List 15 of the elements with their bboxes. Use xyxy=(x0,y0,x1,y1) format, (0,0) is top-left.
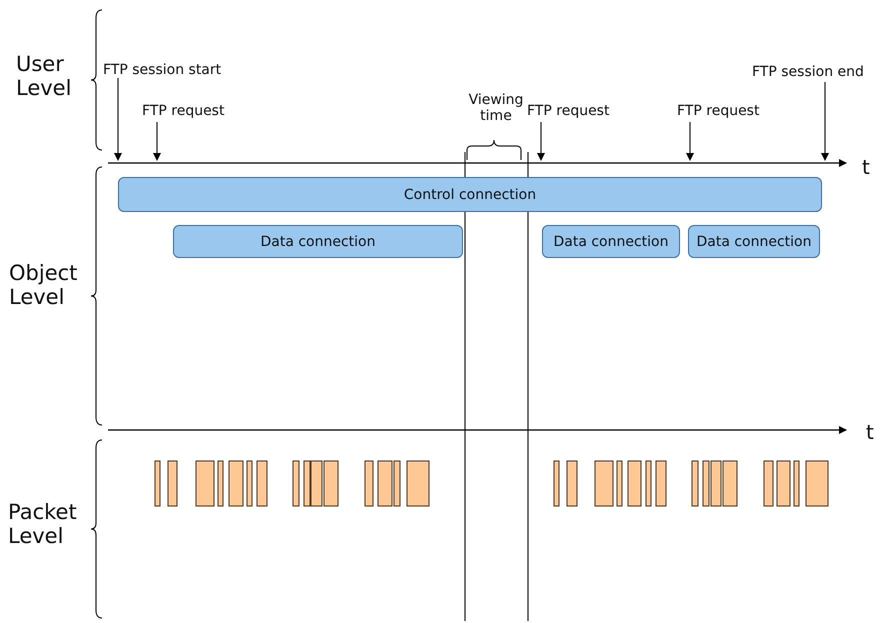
level-label: Packet Level xyxy=(8,500,78,548)
level-label: Object Level xyxy=(9,261,78,310)
event-label: FTP request xyxy=(527,103,610,120)
period-label: Viewing time xyxy=(468,92,524,124)
event-label: FTP request xyxy=(142,103,224,120)
connection-bar: Data connection xyxy=(173,225,463,258)
connection-bar: Data connection xyxy=(542,225,680,258)
axis-label: t xyxy=(862,156,870,179)
axis-label: t xyxy=(866,421,874,444)
connection-bar: Control connection xyxy=(118,177,822,212)
level-label: User Level xyxy=(16,52,72,100)
connection-bar: Data connection xyxy=(688,225,820,258)
event-label: FTP request xyxy=(677,103,760,120)
event-label: FTP session start xyxy=(103,62,222,78)
event-label: FTP session end xyxy=(752,64,864,80)
